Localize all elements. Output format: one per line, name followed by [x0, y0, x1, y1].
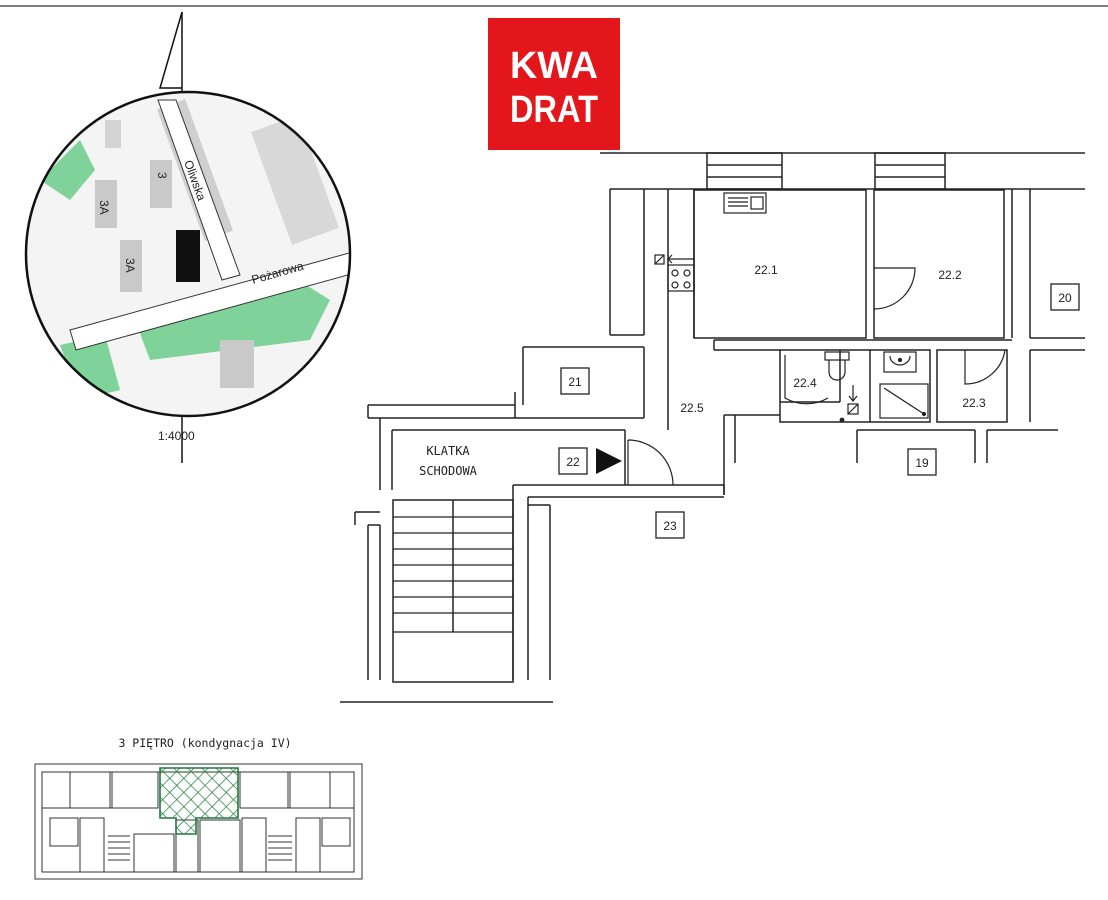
key-plan-title: 3 PIĘTRO (kondygnacja IV)	[118, 736, 291, 750]
location-map: 3A 3 3A Oliwska Pożarowa	[24, 90, 352, 418]
door-icon	[784, 355, 829, 405]
ventilation-icon	[654, 254, 694, 265]
door-icon	[627, 439, 674, 486]
room-label-22-5: 22.5	[680, 401, 704, 415]
map-building	[120, 240, 142, 292]
map-building-label: 3A	[123, 258, 137, 273]
window-icon	[874, 152, 946, 190]
map-building-label: 3	[155, 172, 169, 179]
kwadrat-logo: KWA DRAT	[488, 18, 620, 150]
window-icon	[706, 152, 783, 190]
map-building	[220, 340, 254, 388]
green-area	[40, 140, 95, 200]
logo-line-1: KWA	[510, 45, 598, 87]
unit-number-19: 19	[915, 456, 929, 470]
street-road	[69, 249, 350, 351]
green-area	[135, 275, 330, 360]
toilet-icon	[824, 351, 850, 381]
unit-box-19: 19	[907, 448, 937, 476]
stairwell-label-line-2: SCHODOWA	[419, 464, 478, 478]
entrance-arrow-icon	[596, 448, 622, 474]
door-swings	[627, 267, 1006, 486]
unit-number-21: 21	[568, 375, 582, 389]
unit-number-23: 23	[663, 519, 677, 533]
logo-line-2: DRAT	[510, 89, 598, 131]
stair-treads	[393, 516, 513, 633]
key-plan	[34, 763, 363, 880]
door-icon	[964, 349, 1006, 385]
unit-number-20: 20	[1058, 291, 1072, 305]
key-plan-highlighted-unit	[159, 767, 239, 835]
stove-icon	[667, 264, 695, 292]
map-building	[150, 160, 172, 208]
map-circle-border	[24, 90, 352, 418]
ventilation-icon	[839, 385, 859, 423]
map-building-highlighted	[176, 230, 200, 282]
door-icon	[873, 267, 916, 310]
floor-plan	[340, 152, 1085, 703]
map-building-label: 3A	[97, 200, 111, 215]
unit-box-21: 21	[560, 367, 590, 395]
unit-number-22: 22	[566, 455, 580, 469]
map-building	[250, 115, 340, 245]
kitchen-sink-icon	[723, 192, 767, 214]
map-building	[105, 120, 121, 148]
room-label-22-2: 22.2	[938, 268, 962, 282]
unit-box-22: 22	[558, 447, 588, 475]
street-road	[157, 99, 241, 281]
shower-icon	[879, 383, 929, 419]
map-scale-label: 1:4000	[158, 429, 195, 443]
washbasin-icon	[883, 351, 917, 373]
map-building	[95, 180, 117, 228]
room-label-22-4: 22.4	[793, 376, 817, 390]
unit-box-20: 20	[1050, 283, 1080, 311]
stairwell-label-line-1: KLATKA	[426, 444, 470, 458]
room-label-22-1: 22.1	[754, 263, 778, 277]
unit-box-23: 23	[655, 511, 685, 539]
room-label-22-3: 22.3	[962, 396, 986, 410]
